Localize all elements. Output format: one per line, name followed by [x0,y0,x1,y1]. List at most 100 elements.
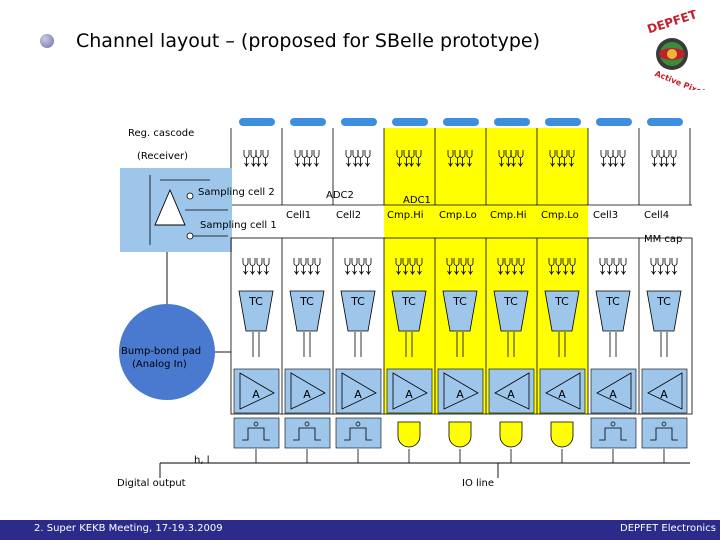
adc1-label: ADC1 [403,195,431,206]
tc-label-2: TC [299,295,314,308]
upper-source-pair-9-a [651,149,665,167]
receiver-label: (Receiver) [137,151,189,162]
switch-gate-icon-3 [355,421,361,427]
and-gate-icon-7 [550,421,574,448]
svg-text:Active Pixel Detector: Active Pixel Detector [653,69,716,90]
lower-source-pair-9-a [650,257,664,275]
tc-block-5 [442,290,478,332]
switch-cell-3 [335,417,382,449]
tc-label-1: TC [248,295,263,308]
amp-label-4: A [405,388,413,401]
tc-block-8 [595,290,631,332]
lower-source-pair-2-b [307,257,321,275]
column-label-7: Cell3 [593,210,619,221]
top-tab-1 [239,118,275,126]
upper-source-pair-1-b [255,149,269,167]
bump-pad-label-line2: (Analog In) [132,359,187,370]
column-label-5: Cmp.Hi [490,210,527,221]
sampling-switch-2-icon [186,192,194,200]
digital-output-label: Digital output [117,478,186,489]
tc-label-5: TC [452,295,467,308]
top-tab-2 [290,118,326,126]
sampling-cell-1-label: Sampling cell 1 [200,220,277,231]
top-tab-3 [341,118,377,126]
and-gate-icon-5 [448,421,472,448]
tc-label-4: TC [401,295,416,308]
amp-label-3: A [354,388,362,401]
tc-block-9 [646,290,682,332]
upper-source-pair-2-b [306,149,320,167]
bump-pad-label-line1: Bump-bond pad [121,346,202,357]
switch-transistor-icon-9 [650,427,678,441]
top-tab-9 [647,118,683,126]
column-label-3: Cmp.Hi [387,210,424,221]
amp-triangle-icon-4 [392,372,428,410]
hl-label: h, l [194,455,210,466]
lower-source-pair-3-b [358,257,372,275]
switch-gate-icon-2 [304,421,310,427]
lower-source-pair-3-a [344,257,358,275]
mm-cap-label: MM cap [644,234,683,245]
footer-bar: 2. Super KEKB Meeting, 17-19.3.2009 DEPF… [0,520,720,540]
tc-block-3 [340,290,376,332]
amp-cell-9 [641,368,688,414]
lower-source-pair-1-a [242,257,256,275]
sampling-cell-2-label: Sampling cell 2 [198,187,275,198]
amp-triangle-icon-7 [545,372,581,410]
amp-triangle-icon-9 [647,372,683,410]
depfet-logo: DEPFET Active Pixel Detector [645,10,716,90]
lower-source-pair-8-b [613,257,627,275]
tc-block-2 [289,290,325,332]
top-tab-7 [545,118,581,126]
channel-array-frame [230,237,693,415]
amp-triangle-icon-2 [290,372,326,410]
upper-source-pair-8-a [600,149,614,167]
lower-source-pair-1-b [256,257,270,275]
amp-triangle-icon-1 [239,372,275,410]
top-tab-5 [443,118,479,126]
svg-text:DEPFET: DEPFET [645,10,699,36]
column-label-8: Cell4 [644,210,670,221]
amp-cell-5 [437,368,484,414]
upper-source-pair-3-b [357,149,371,167]
switch-transistor-icon-2 [293,427,321,441]
amp-label-6: A [507,388,515,401]
switch-cell-1 [233,417,280,449]
amp-triangle-icon-6 [494,372,530,410]
sampling-switch-1-icon [186,232,194,240]
tc-block-1 [238,290,274,332]
receiver-amp-icon [154,188,186,226]
reg-cascode-label: Reg. cascode [128,128,195,139]
tc-label-6: TC [503,295,518,308]
tc-label-3: TC [350,295,365,308]
lower-source-pair-2-a [293,257,307,275]
switch-cell-9 [641,417,688,449]
slide-title: Channel layout – (proposed for SBelle pr… [76,30,541,52]
upper-source-pair-9-b [663,149,677,167]
top-tab-4 [392,118,428,126]
switch-transistor-icon-1 [242,427,270,441]
amp-cell-7 [539,368,586,414]
amp-cell-4 [386,368,433,414]
upper-source-pair-1-a [243,149,257,167]
and-gate-icon-6 [499,421,523,448]
amp-triangle-icon-8 [596,372,632,410]
amp-label-8: A [609,388,617,401]
top-tab-8 [596,118,632,126]
footer-meeting: 2. Super KEKB Meeting, 17-19.3.2009 [34,523,223,534]
io-line-label: IO line [462,478,495,489]
top-tab-6 [494,118,530,126]
switch-gate-icon-8 [610,421,616,427]
amp-triangle-icon-3 [341,372,377,410]
switch-gate-icon-9 [661,421,667,427]
switch-transistor-icon-3 [344,427,372,441]
column-label-4: Cmp.Lo [439,210,477,221]
bump-bond-pad [119,304,215,400]
amp-cell-2 [284,368,331,414]
tc-label-7: TC [554,295,569,308]
switch-cell-8 [590,417,637,449]
switch-gate-icon-1 [253,421,259,427]
amp-label-7: A [558,388,566,401]
